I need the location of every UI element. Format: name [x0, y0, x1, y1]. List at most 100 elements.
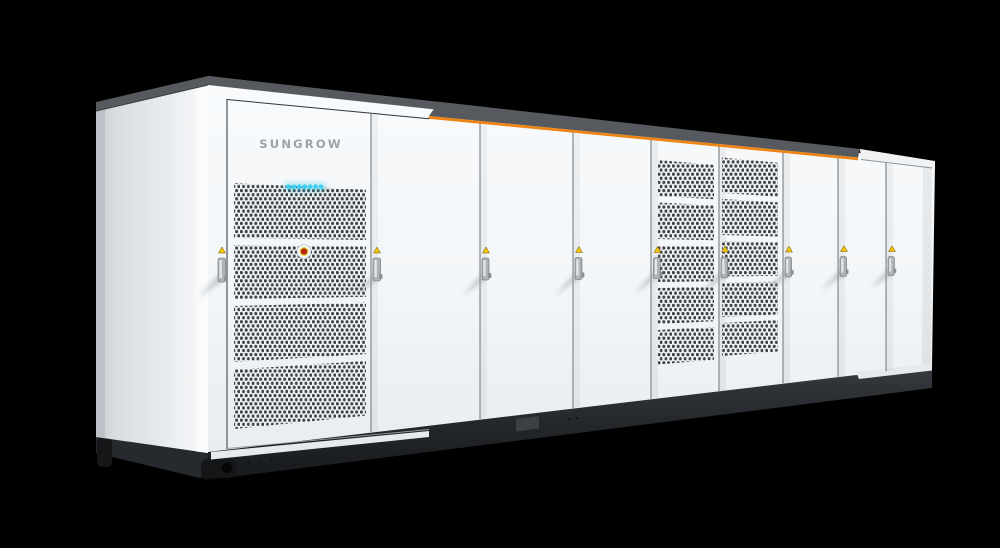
front-pillar-seam: [226, 98, 228, 450]
roof-trim: [208, 76, 935, 170]
base-bolt: [576, 417, 578, 419]
handle-shadow: [353, 273, 379, 297]
vent-grille-door-5: [658, 160, 714, 365]
door-3: [480, 123, 573, 419]
handle-latch: [845, 269, 849, 274]
handle-latch: [726, 271, 730, 276]
vent-grille-section: [234, 183, 366, 240]
vent-grille-section: [722, 241, 778, 277]
vent-grille-section: [658, 245, 714, 282]
base-bolt: [247, 461, 251, 464]
vent-grille-section: [234, 245, 366, 299]
vent-grille-section: [722, 199, 778, 237]
vent-grille-door-6: [722, 157, 778, 356]
side-panel: [95, 76, 209, 453]
status-led: [307, 184, 313, 190]
emergency-stop-core: [300, 248, 308, 255]
handle-face: [654, 259, 657, 275]
handle-shadow: [462, 272, 488, 296]
status-led: [313, 184, 318, 190]
status-led: [286, 184, 291, 190]
bottom-sill-right: [856, 363, 932, 379]
door-handle: [870, 256, 897, 289]
door-handle: [555, 257, 585, 296]
warning-sticker-icon: [840, 245, 848, 252]
handle-latch: [893, 268, 897, 273]
handle-latch: [379, 274, 383, 279]
vent-grille-section: [658, 202, 714, 241]
brand-logo: SUNGROW: [259, 137, 342, 151]
door-4: [573, 132, 651, 408]
vent-grille-section: [722, 157, 778, 197]
emergency-stop-button: [296, 244, 312, 259]
handle-face: [219, 260, 222, 278]
side-roof-lip-shadow: [95, 84, 209, 112]
vent-grille-door-1: [234, 183, 366, 429]
door-top-seam: [226, 99, 430, 120]
door-seams: [370, 112, 887, 432]
side-panel-front-pillar: [196, 85, 208, 453]
handle-latch: [790, 270, 794, 275]
door-handle: [766, 256, 794, 292]
vent-grille-section: [722, 320, 778, 356]
status-led: [291, 184, 297, 190]
handle-shadow: [198, 274, 224, 298]
vent-grille-section: [234, 302, 366, 362]
door-handles: [198, 256, 897, 298]
door-1-details: SUNGROW: [234, 137, 366, 429]
vent-grille-section: [234, 361, 366, 429]
door-handle: [701, 256, 730, 293]
front-face-right-shade: [922, 161, 932, 367]
handle-face: [576, 259, 579, 276]
door-2: [371, 113, 480, 432]
foot-shadow: [92, 465, 120, 473]
roof-lip-front: [208, 76, 440, 110]
warning-sticker-icon: [785, 245, 793, 253]
side-panel-back-edge: [96, 109, 105, 439]
base-skid: [92, 364, 932, 484]
roof-cap-right-seam: [860, 159, 933, 169]
vent-grille-section: [658, 286, 714, 324]
bess-container: SUNGROW: [92, 76, 935, 484]
warning-sticker-icon: [575, 246, 583, 253]
base-bolt: [269, 459, 273, 462]
base-bolt: [568, 418, 570, 420]
door-handle: [198, 257, 228, 298]
side-panel-body: [96, 85, 208, 453]
top-fascia: [429, 101, 860, 158]
status-led: [302, 184, 308, 190]
warning-sticker-icon: [218, 246, 226, 254]
roof-cap-right: [860, 149, 935, 170]
door-handle: [634, 257, 663, 294]
handle-face: [889, 258, 892, 272]
base-vent-plate: [516, 416, 539, 432]
door-handle: [821, 256, 849, 291]
warning-stickers: [218, 245, 896, 254]
base-side: [96, 436, 208, 480]
handle-face: [483, 260, 486, 276]
side-roof-lip: [96, 76, 208, 111]
door-bottom-seam: [226, 429, 430, 449]
lifting-hole: [221, 462, 233, 474]
handle-face: [722, 259, 725, 274]
status-led: [318, 184, 324, 190]
handle-latch: [488, 273, 492, 278]
accent-stripe: [428, 116, 858, 161]
handle-shadow: [555, 271, 581, 296]
handle-latch: [659, 271, 663, 277]
vent-grille-section: [722, 281, 778, 317]
handle-face: [374, 260, 377, 277]
warning-sticker-icon: [482, 246, 490, 254]
base-front: [208, 364, 932, 480]
door-handle: [353, 257, 383, 297]
handle-face: [786, 259, 789, 273]
handle-latch: [581, 272, 585, 278]
handle-shadow: [634, 270, 660, 294]
base-bolt: [258, 460, 262, 463]
handle-face: [841, 258, 844, 273]
bottom-sill-left: [211, 431, 429, 460]
handle-shadow: [701, 270, 727, 293]
container-foot: [97, 437, 112, 467]
warning-sticker-icon: [888, 245, 896, 252]
